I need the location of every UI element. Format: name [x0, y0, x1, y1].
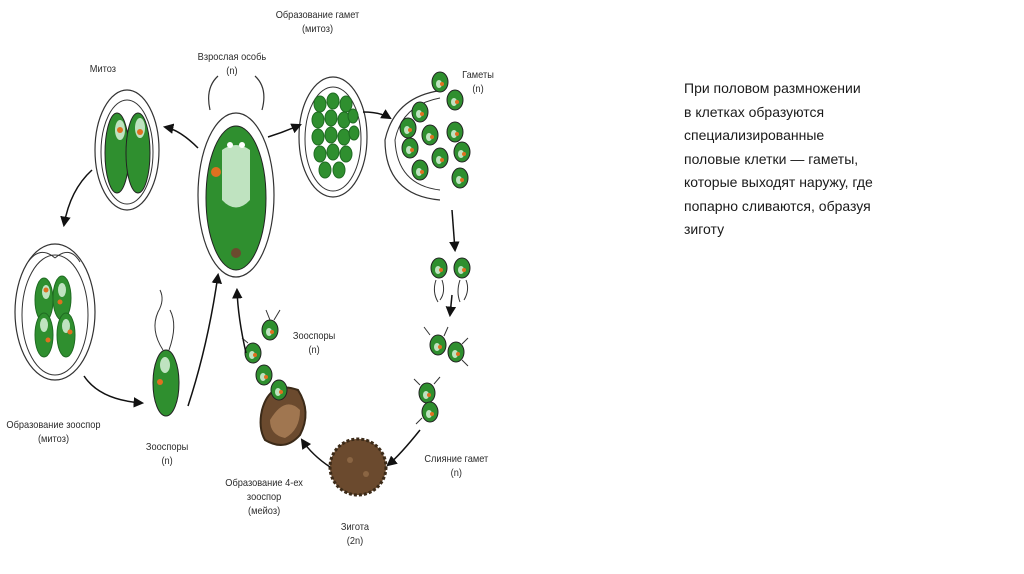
label-zoospore-formation: Образование зооспор(митоз) [6, 418, 100, 446]
label-zoospores-left: Зооспоры(n) [146, 440, 188, 468]
adult-cell [198, 76, 274, 277]
label-zygote: Зигота(2n) [341, 520, 369, 548]
mitosis-cell [95, 90, 159, 210]
fusing-gametes [414, 327, 468, 424]
zoospore-left [153, 290, 179, 416]
gamete-formation-cell [299, 77, 367, 197]
label-gamete-formation: Образование гамет(митоз) [276, 8, 360, 36]
label-gametes: Гаметы(n) [462, 68, 494, 96]
label-mitosis: Митоз [90, 62, 116, 76]
zoospore-formation-cell [15, 244, 95, 380]
label-gamete-fusion: Слияние гамет(n) [424, 452, 488, 480]
label-adult: Взрослая особь(n) [198, 50, 267, 78]
description-text: При половом размножении в клетках образу… [684, 77, 974, 242]
gamete-pair [431, 258, 470, 302]
label-zoospores-mid: Зооспоры(n) [293, 329, 335, 357]
gametes-released [385, 72, 470, 200]
zygote [330, 439, 386, 495]
